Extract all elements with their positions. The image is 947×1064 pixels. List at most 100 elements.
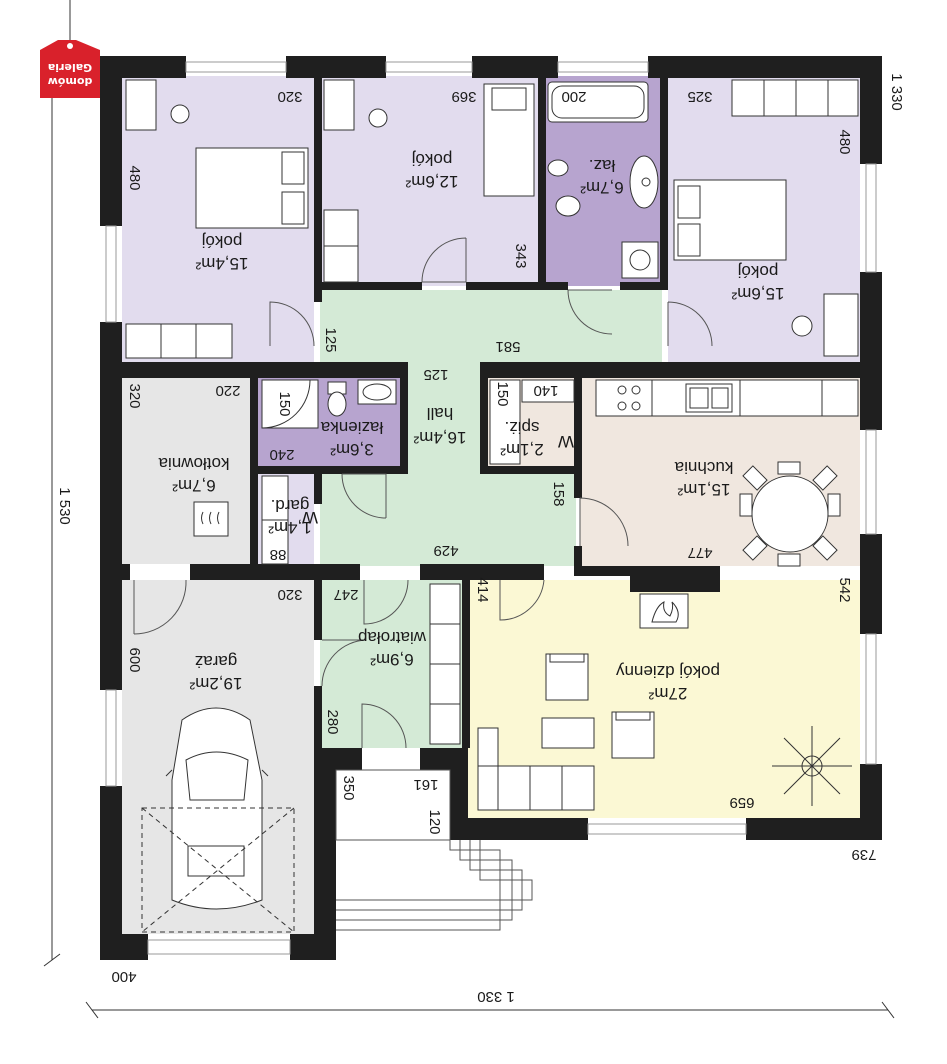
window-bottom-living	[587, 823, 747, 835]
walls	[100, 56, 882, 960]
wall-v-2	[538, 76, 546, 290]
window-top-2	[385, 61, 473, 73]
dimension-lines	[43, 0, 895, 1019]
dim-581: 581	[495, 338, 520, 355]
wall-bottom-living-2	[746, 818, 882, 840]
dim-1530: 1 530	[56, 487, 73, 525]
wall-int-mid-3	[420, 564, 544, 580]
wall-int-n-rooms-2	[466, 282, 568, 290]
wall-fireplace-block	[630, 566, 720, 592]
kitchen-sink	[685, 383, 733, 413]
wall-int-mid-1	[100, 564, 130, 580]
dim-161: 161	[413, 776, 438, 793]
dim-343: 343	[512, 243, 529, 268]
dim-400: 400	[111, 968, 136, 985]
wall-v-8	[574, 362, 582, 498]
label-pokoj-ne-area: 15,6m²	[731, 284, 784, 303]
wall-int-mid-2	[190, 564, 360, 580]
label-gard-mark: W	[302, 508, 318, 527]
wall-int-n-rooms	[314, 282, 422, 290]
door-lazienka	[341, 473, 387, 519]
label-spiz-mark: W	[558, 432, 574, 451]
garage-door	[147, 939, 291, 955]
washer	[621, 241, 659, 279]
sink-icon	[629, 155, 659, 209]
window-left-1	[105, 225, 117, 323]
label-pokoj-ne-name: pokój	[738, 262, 779, 281]
label-hall-area: 16,4m²	[413, 428, 466, 447]
dim-125a: 125	[322, 327, 339, 352]
door-entrance	[361, 703, 407, 749]
wall-left-1	[100, 56, 122, 226]
label-garaz-name: garaż	[195, 652, 238, 671]
label-spiz-name: spiż.	[505, 418, 540, 437]
label-pokoj-n-name: pokój	[412, 150, 453, 169]
wall-right-1	[860, 56, 882, 164]
wall-wiatrolap-bottom	[314, 748, 362, 770]
desk-n	[323, 79, 355, 131]
wall-top-4	[648, 56, 880, 78]
door-kuchnia	[579, 497, 629, 547]
dim-200: 200	[561, 88, 586, 105]
wall-top-2	[286, 56, 386, 78]
dim-88: 88	[270, 546, 287, 563]
floor-kotlownia	[122, 378, 250, 564]
spiz-shelf	[489, 379, 521, 465]
wall-left-2	[100, 322, 122, 690]
sofa-icon	[477, 727, 595, 811]
wall-int-lazienka-top	[250, 362, 408, 378]
steps	[336, 840, 533, 931]
wall-wiatrolap-bottom-2	[420, 748, 468, 770]
label-hall-name: hall	[427, 404, 453, 423]
dim-158: 158	[550, 481, 567, 506]
dim-280: 280	[324, 709, 341, 734]
garage-parking-diag	[141, 807, 295, 933]
label-lazienka-name: łazienka	[320, 418, 383, 437]
dim-247: 247	[333, 586, 358, 603]
door-wiatrolap-garaz	[321, 639, 367, 687]
wall-v-9	[574, 546, 582, 576]
door-living	[499, 579, 545, 621]
window-top-1	[185, 61, 287, 73]
label-kotlownia-area: 6,7m²	[172, 476, 216, 495]
stove-icon	[617, 385, 641, 411]
door-wiatrolap-top	[363, 579, 409, 625]
wall-v-11	[314, 580, 322, 640]
dim-325: 325	[687, 88, 712, 105]
dim-150a: 150	[276, 391, 293, 416]
wall-left-3	[100, 786, 122, 960]
dim-tick-br	[881, 1001, 895, 1019]
dim-1330-bottom: 1 330	[477, 988, 515, 1005]
dim-320c: 320	[277, 586, 302, 603]
label-laz-big-area: 6,7m²	[580, 178, 624, 197]
wall-bottom-living-1	[450, 818, 588, 840]
bathtub-icon	[547, 81, 649, 123]
wall-bottom-garage-1	[100, 934, 148, 960]
label-lazienka-area: 3,6m²	[330, 440, 374, 459]
armchair-2	[611, 711, 655, 759]
toilet-icon	[547, 159, 581, 217]
label-spiz-area: 2,1m²	[500, 440, 544, 459]
dim-429: 429	[433, 542, 458, 559]
dim-320a: 320	[277, 88, 302, 105]
bed-ne	[673, 179, 787, 261]
garage-parking-dash	[141, 807, 295, 933]
wall-porch-right	[450, 748, 468, 840]
logo-line2: domów	[48, 75, 93, 88]
wall-right-2	[860, 272, 882, 430]
wall-garage-right	[314, 748, 336, 960]
wall-top-3	[472, 56, 558, 78]
dim-150b: 150	[494, 381, 511, 406]
dim-477: 477	[687, 544, 712, 561]
door-pokoj-ne	[667, 301, 713, 347]
wall-v-1	[314, 76, 322, 302]
toilet-small	[327, 381, 347, 417]
porch-area	[335, 769, 451, 841]
label-gard-area: 1,4m²	[268, 518, 312, 537]
dining-table-icon	[739, 461, 841, 567]
dim-659: 659	[729, 794, 754, 811]
label-pokoj-n-area: 12,6m²	[405, 172, 458, 191]
dim-tick-bl	[85, 1001, 99, 1019]
porch-steps	[335, 769, 533, 931]
dim-414: 414	[474, 577, 491, 602]
